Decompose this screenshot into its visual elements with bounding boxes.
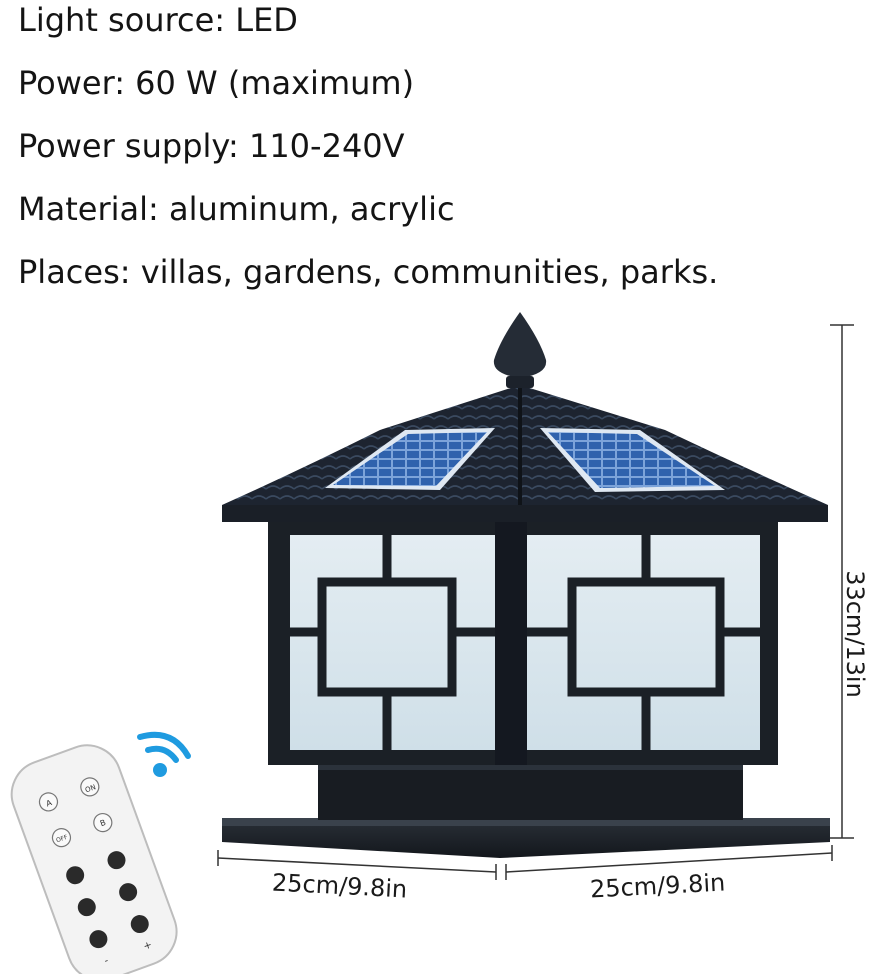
spec-places: Places: villas, gardens, communities, pa… <box>18 253 719 291</box>
spec-power: Power: 60 W (maximum) <box>18 64 415 102</box>
wireless-signal-icon <box>137 731 191 777</box>
height-label: 33cm/13in <box>841 570 869 698</box>
remote-control: A ON OFF B + - <box>10 744 178 974</box>
remote-button-b: B <box>99 818 107 828</box>
remote-button-off: OFF <box>55 834 69 845</box>
spec-material: Material: aluminum, acrylic <box>18 190 455 228</box>
solar-panel-left <box>325 428 495 490</box>
height-dimension <box>830 324 854 839</box>
lamp-lantern <box>268 515 778 765</box>
lamp-roof <box>222 312 828 522</box>
remote-button-a: A <box>45 798 54 809</box>
remote-minus-label: - <box>103 955 111 967</box>
remote-plus-label: + <box>142 940 154 953</box>
roof-finial <box>493 312 547 388</box>
solar-panel-right <box>540 428 725 492</box>
lamp-base <box>222 762 830 858</box>
width-dimension-left <box>217 850 497 880</box>
spec-light-source: Light source: LED <box>18 1 298 39</box>
spec-power-supply: Power supply: 110-240V <box>18 127 405 165</box>
remote-button-on: ON <box>84 783 97 794</box>
width-dimension-right <box>505 845 833 880</box>
